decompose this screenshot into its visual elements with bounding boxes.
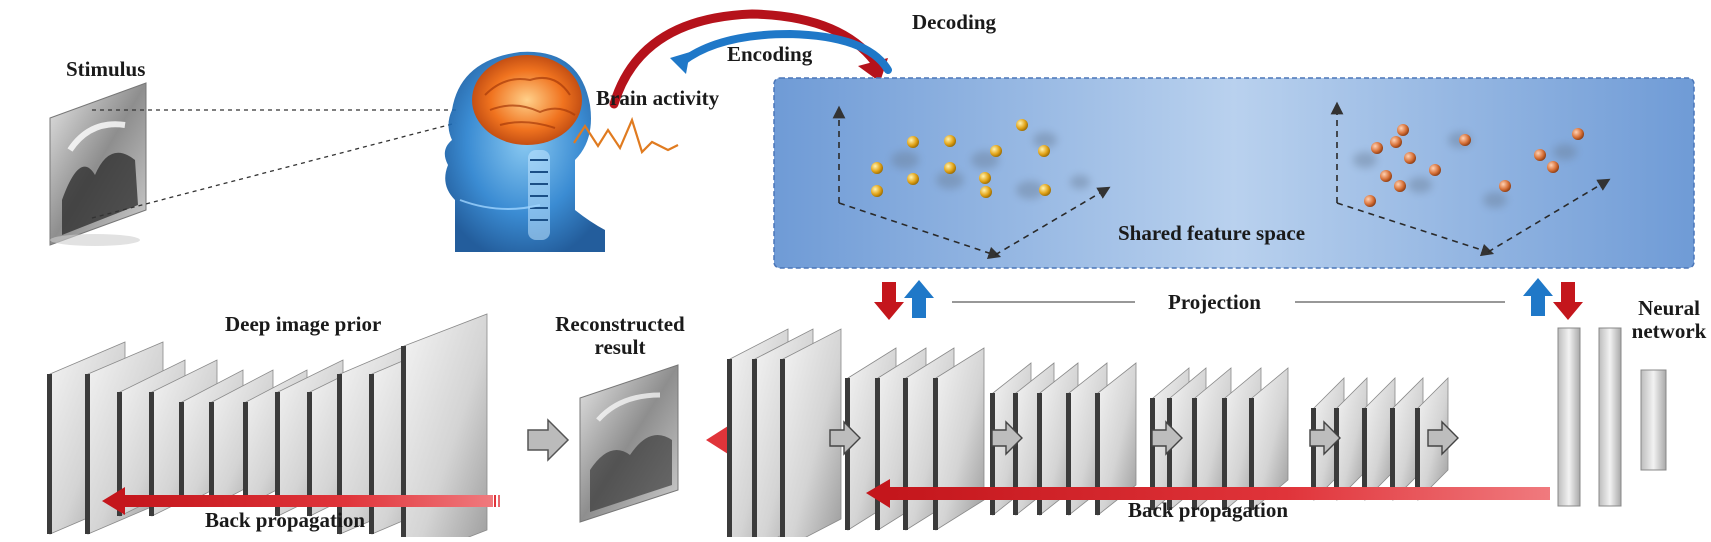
copper-node <box>1547 161 1559 173</box>
node-shadows <box>891 132 1577 208</box>
copper-node <box>1499 180 1511 192</box>
copper-node <box>1394 180 1406 192</box>
gold-node <box>979 172 991 184</box>
reconstructed-result-label-line2: result <box>594 335 646 360</box>
reconstructed-image <box>579 364 679 523</box>
decoding-label: Decoding <box>912 10 996 34</box>
neural-network-label-line1: Neural <box>1638 296 1700 320</box>
stimulus-image <box>49 82 147 246</box>
back-propagation-arrow-right <box>866 479 1550 508</box>
copper-node <box>1459 134 1471 146</box>
encoding-label: Encoding <box>727 42 813 66</box>
neural-network-layers <box>727 328 1449 542</box>
encoding-arrowhead <box>670 52 690 74</box>
nn-forward-arrow <box>1151 420 1183 456</box>
projection-arrows-left <box>874 280 934 320</box>
brain-head-illustration <box>444 51 605 253</box>
copper-node <box>1534 149 1546 161</box>
gold-node <box>990 145 1002 157</box>
gold-node <box>1016 119 1028 131</box>
gold-node-cluster <box>871 119 1051 198</box>
nn-layer <box>1249 367 1289 511</box>
gold-node <box>1038 145 1050 157</box>
back-propagation-arrow-left <box>102 487 500 515</box>
copper-node <box>1371 142 1383 154</box>
brain-activity-label: Brain activity <box>596 86 720 110</box>
gold-node <box>1039 184 1051 196</box>
copper-node <box>1429 164 1441 176</box>
gold-node <box>944 135 956 147</box>
gold-node <box>871 185 883 197</box>
shared-feature-space-label: Shared feature space <box>1118 221 1306 245</box>
dip-layer <box>401 313 488 542</box>
nn-forward-arrow <box>829 420 861 456</box>
copper-node <box>1380 170 1392 182</box>
view-lines <box>91 109 457 219</box>
dip-output-arrow <box>527 418 570 462</box>
gold-node <box>871 162 883 174</box>
nn-layer <box>1095 362 1137 516</box>
shared-feature-space-panel <box>773 77 1695 269</box>
nn-forward-arrow <box>1309 420 1341 456</box>
feature-axes-left <box>832 105 1111 260</box>
copper-node <box>1390 136 1402 148</box>
back-propagation-label-right: Back propagation <box>1128 498 1289 522</box>
neural-network-label-line2: network <box>1631 319 1707 344</box>
stimulus-label: Stimulus <box>66 57 146 81</box>
back-propagation-label-left: Back propagation <box>205 508 366 532</box>
neural-network-label: Neural network <box>1624 296 1711 344</box>
nn-layer <box>933 347 985 531</box>
nn-layer <box>780 328 842 542</box>
gold-node <box>907 136 919 148</box>
copper-node <box>1364 195 1376 207</box>
copper-node <box>1572 128 1584 140</box>
reconstructed-result-label: Reconstructed result <box>540 312 700 360</box>
projection-label: Projection <box>1168 290 1261 314</box>
neural-network-forward-arrows <box>829 420 1459 456</box>
copper-node <box>1397 124 1409 136</box>
feature-axes-right <box>1330 101 1611 257</box>
gold-node <box>907 173 919 185</box>
fully-connected-layers <box>1557 327 1667 507</box>
encoding-arrow <box>678 29 892 74</box>
gold-node <box>944 162 956 174</box>
nn-forward-arrow <box>991 420 1023 456</box>
nn-forward-arrow <box>1427 420 1459 456</box>
brain-signal-trace <box>573 116 679 155</box>
projection-arrows-right <box>1523 278 1583 320</box>
reconstructed-result-label-line1: Reconstructed <box>555 312 685 336</box>
gold-node <box>980 186 992 198</box>
copper-node <box>1404 152 1416 164</box>
deep-image-prior-layers <box>47 313 488 542</box>
decoding-arrow <box>609 9 880 109</box>
copper-node-cluster <box>1364 124 1584 207</box>
deep-image-prior-label: Deep image prior <box>225 312 382 336</box>
